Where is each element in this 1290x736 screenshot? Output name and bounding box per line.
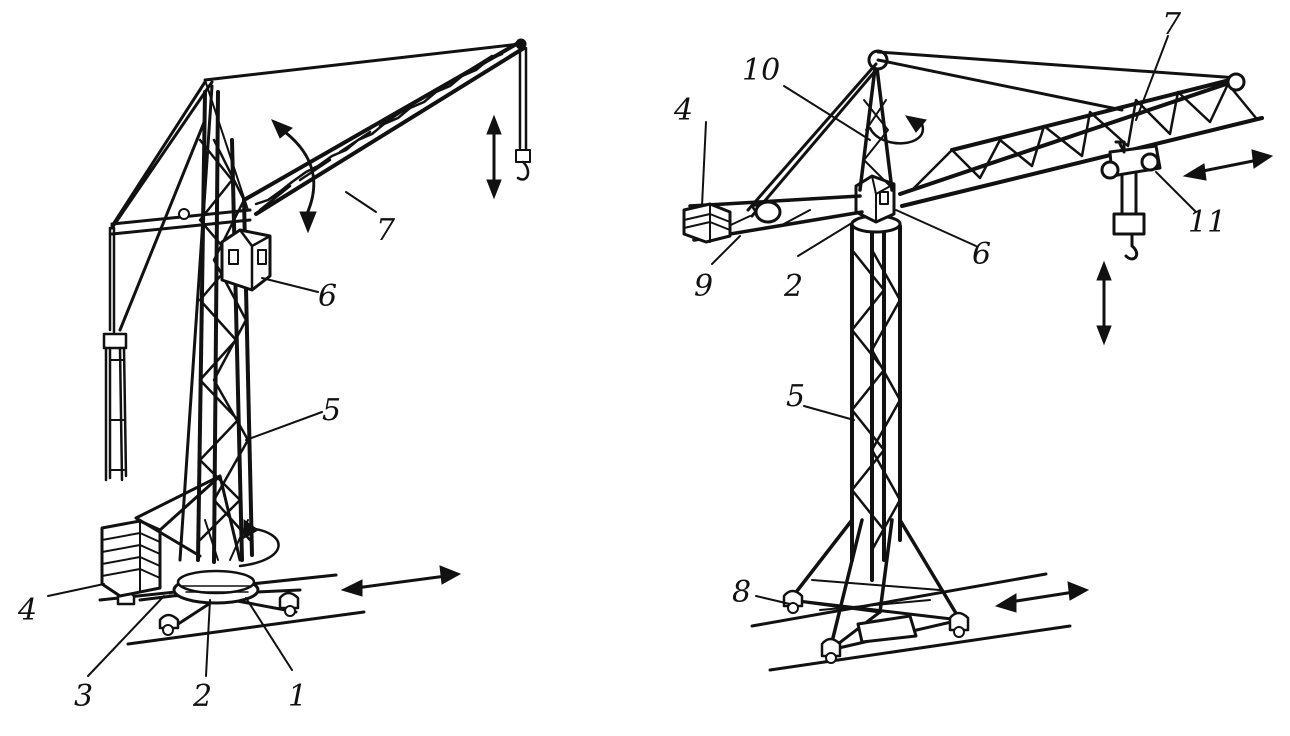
right-label-10: 10 <box>742 53 780 88</box>
right-labels: 2 4 5 6 7 8 9 10 11 <box>673 7 1226 610</box>
left-label-6: 6 <box>318 279 337 314</box>
right-trolley-arrow <box>1182 149 1274 181</box>
right-label-7: 7 <box>1162 7 1182 42</box>
left-slewing-arrow <box>238 519 280 568</box>
right-label-6: 6 <box>972 237 991 272</box>
left-counter-jib <box>110 208 252 236</box>
right-rails <box>750 572 1072 672</box>
left-luffing-arrow <box>271 119 317 234</box>
right-trolley-hook <box>1100 140 1162 261</box>
right-jib <box>898 72 1264 208</box>
right-slewing-arrow <box>868 115 927 145</box>
right-label-5: 5 <box>786 379 805 414</box>
left-label-3: 3 <box>74 679 93 714</box>
left-counterweight <box>100 519 162 598</box>
left-crane: 1 2 3 4 5 6 7 <box>17 38 531 714</box>
left-leader-lines <box>47 191 377 677</box>
right-hook-height-arrow <box>1096 260 1112 346</box>
right-label-8: 8 <box>732 575 751 610</box>
right-label-9: 9 <box>694 269 713 304</box>
right-label-11: 11 <box>1188 205 1226 240</box>
left-label-2: 2 <box>192 679 212 714</box>
left-label-7: 7 <box>376 213 396 248</box>
left-label-5: 5 <box>322 393 341 428</box>
left-hook-height-arrow <box>486 114 502 200</box>
left-lifting-block <box>102 226 128 482</box>
right-label-4: 4 <box>673 93 693 128</box>
left-label-1: 1 <box>288 679 307 714</box>
left-apex-stays <box>110 42 522 562</box>
right-counterweight <box>682 202 732 244</box>
left-rear-frame <box>134 474 242 562</box>
right-base-frame <box>782 518 970 664</box>
right-crane: 2 4 5 6 7 8 9 10 11 <box>673 7 1274 672</box>
left-labels: 1 2 3 4 5 6 7 <box>17 213 396 714</box>
right-label-2: 2 <box>783 269 803 304</box>
left-jib <box>242 38 527 216</box>
right-tie-rods <box>746 50 1240 218</box>
right-travel-arrow <box>994 581 1090 613</box>
left-hook <box>515 44 531 181</box>
left-operator-cab <box>220 228 272 292</box>
left-travel-arrow <box>340 565 462 597</box>
right-mast <box>850 224 902 582</box>
right-wheel-bogies <box>782 589 970 664</box>
right-leader-lines <box>701 35 1197 605</box>
left-label-4: 4 <box>17 593 37 628</box>
